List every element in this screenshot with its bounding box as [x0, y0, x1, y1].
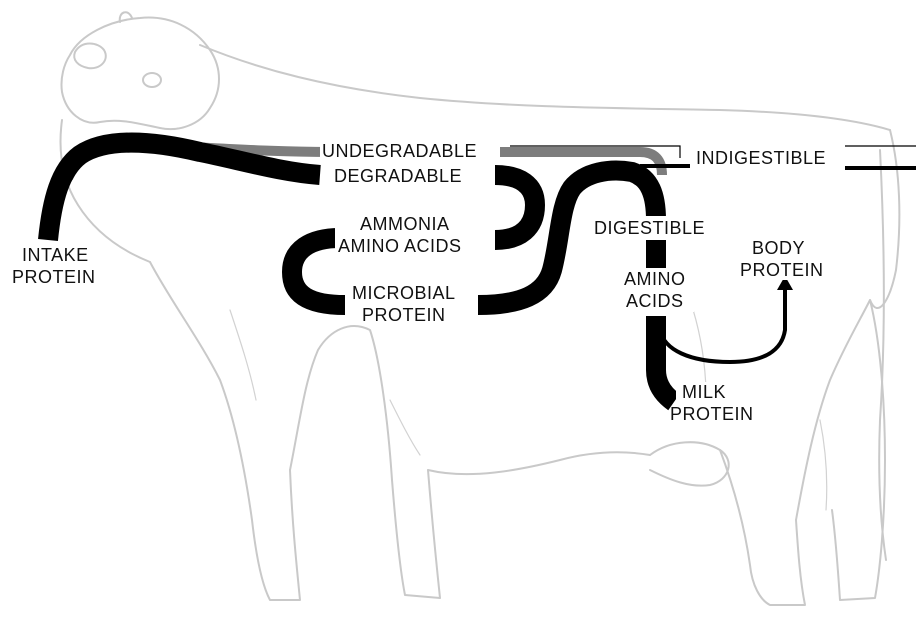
- body-protein-label-line1: BODY: [752, 238, 805, 258]
- intake-flow-path: [48, 143, 320, 240]
- amino-acids-label-line2: ACIDS: [626, 291, 684, 311]
- microbial-label-line2: PROTEIN: [362, 305, 446, 325]
- cow-ear-outline: [74, 44, 106, 69]
- body-protein-label-line2: PROTEIN: [740, 260, 824, 280]
- amino-acids-label-line1: AMINO: [624, 269, 686, 289]
- indigestible-label: INDIGESTIBLE: [696, 148, 826, 168]
- cow-shading-3: [820, 420, 827, 510]
- digestible-label: DIGESTIBLE: [594, 218, 705, 238]
- microbial-label-line1: MICROBIAL: [352, 283, 456, 303]
- amino-acids-flow-path: [656, 316, 674, 402]
- cow-hind-leg2-outline: [796, 300, 885, 600]
- cow-shading-1: [230, 310, 256, 400]
- cow-hind-leg-outline: [720, 450, 805, 605]
- undegradable-label: UNDEGRADABLE: [322, 141, 477, 161]
- milk-protein-label-line2: PROTEIN: [670, 404, 754, 424]
- cow-shading-4: [690, 300, 706, 390]
- cow-back-outline: [200, 45, 890, 130]
- intake-label-line1: INTAKE: [22, 245, 89, 265]
- degradable-label: DEGRADABLE: [334, 166, 462, 186]
- ammonia-label-line2: AMINO ACIDS: [338, 236, 462, 256]
- degradable-flow-path: [495, 175, 535, 240]
- cow-eye-outline: [143, 73, 161, 87]
- intake-label-line2: PROTEIN: [12, 267, 96, 287]
- ammonia-label-line1: AMMONIA: [360, 214, 450, 234]
- milk-protein-label-line1: MILK: [682, 382, 726, 402]
- cow-shading-2: [390, 400, 420, 455]
- cow-front-leg-outline: [150, 262, 300, 600]
- cow-front-leg2-outline: [290, 326, 440, 598]
- cow-belly-outline: [428, 452, 650, 474]
- cow-udder-outline: [650, 442, 729, 485]
- cow-head-outline: [61, 18, 219, 130]
